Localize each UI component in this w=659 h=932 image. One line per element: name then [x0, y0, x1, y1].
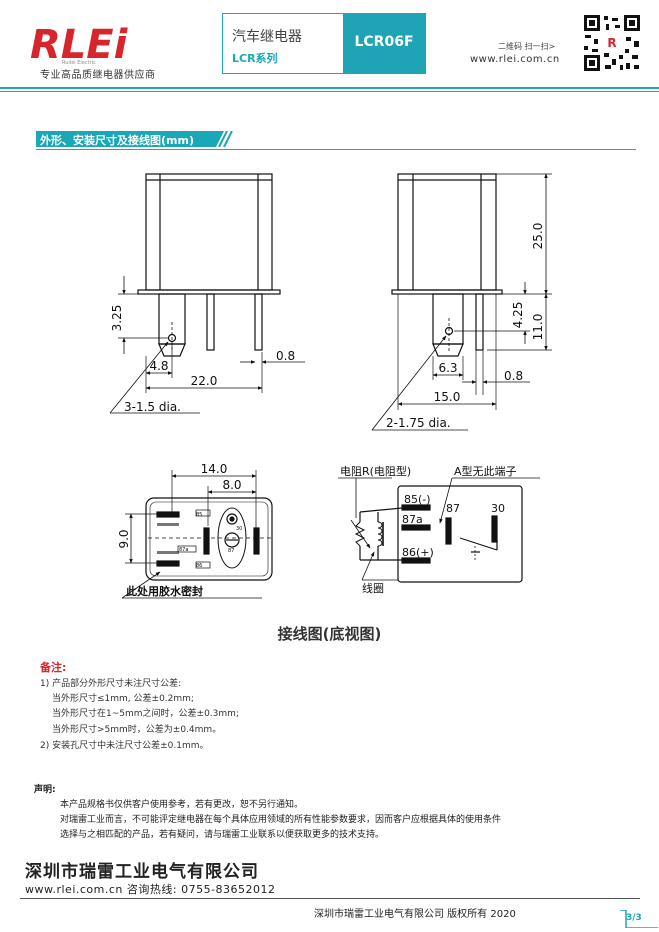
qr-label: 二维码 扫一扫>	[498, 42, 556, 51]
note-line: 当外形尺寸>5mm时，公差为±0.4mm。	[52, 725, 222, 735]
note-line: 1) 产品部分外形尺寸未注尺寸公差:	[40, 679, 182, 689]
dim-4-25: 4.25	[511, 302, 525, 329]
product-series: LCR系列	[232, 52, 278, 65]
bottom-pin-87: 87	[228, 548, 234, 554]
note-line: 2) 安装孔尺寸中未注尺寸公差±0.1mm。	[40, 741, 209, 751]
bottom-pin-87a: 87a	[179, 547, 188, 553]
bottom-pin-85: 85	[196, 512, 202, 518]
header-rule	[0, 87, 659, 89]
footer-rule	[20, 898, 640, 899]
model-badge	[343, 14, 425, 73]
dim-14-0: 14.0	[201, 462, 228, 476]
qr-code-icon: R	[582, 13, 642, 73]
declaration-line: 选择与之相匹配的产品，若有疑问，请与瑞雷工业联系以便获取更多的技术支持。	[60, 830, 385, 840]
dim-0-8-front: 0.8	[276, 349, 295, 363]
circuit-pin-30: 30	[491, 502, 505, 515]
dim-6-3: 6.3	[438, 361, 457, 375]
bottom-view	[121, 470, 273, 599]
page-number-badge	[620, 910, 658, 928]
dim-4-8: 4.8	[149, 359, 168, 373]
coil-label: 线圈	[362, 581, 384, 595]
circuit-pin-85: 85(-)	[404, 493, 431, 506]
dim-25-0: 25.0	[531, 223, 545, 250]
circuit-pin-86: 86(+)	[402, 546, 434, 559]
circuit-pin-87: 87	[446, 502, 460, 515]
declaration-line: 本产品规格书仅供客户使用参考，若有更改，恕不另行通知。	[60, 800, 304, 810]
dim-11-0: 11.0	[531, 314, 545, 341]
dim-22-0: 22.0	[191, 374, 218, 388]
dim-8-0: 8.0	[222, 478, 241, 492]
model-number: LCR06F	[354, 34, 414, 50]
svg-text:R: R	[607, 36, 616, 50]
note-line: 当外形尺寸在1~5mm之间时，公差±0.3mm;	[52, 709, 239, 719]
product-type: 汽车继电器	[232, 29, 302, 45]
dim-0-8-side: 0.8	[504, 369, 523, 383]
brand-logo-text: RLEi	[30, 22, 129, 66]
bottom-pin-30: 30	[236, 526, 242, 532]
copyright: 深圳市瑞雷工业电气有限公司 版权所有 2020	[314, 909, 516, 920]
resistor-label: 电阻R(电阻型)	[340, 464, 411, 478]
hole-note-side: 2-1.75 dia.	[386, 416, 451, 430]
dimension-labels: 3.25 4.8 22.0 0.8 3-1.5 dia. 25.0 4.25 1…	[110, 223, 545, 598]
website: www.rlei.com.cn	[470, 54, 560, 65]
contact-info: www.rlei.com.cn 咨询热线: 0755-83652012	[25, 883, 276, 896]
page-number: 3/3	[626, 913, 642, 923]
note-line: 当外形尺寸≤1mm, 公差±0.2mm;	[52, 694, 194, 704]
circuit-diagram	[338, 477, 540, 583]
section-title-bar	[36, 131, 233, 147]
brand-logo-subtext: Ruilei Electric	[62, 60, 96, 66]
hole-note-front: 3-1.5 dia.	[124, 400, 181, 414]
side-view	[371, 173, 552, 431]
declaration-line: 对瑞雷工业而言，不可能评定继电器在每个具体应用领域的所有性能参数要求，因而客户应…	[60, 815, 502, 825]
dim-9-0: 9.0	[117, 529, 131, 548]
dim-3-25: 3.25	[110, 305, 124, 332]
seal-note: 此处用胶水密封	[126, 584, 203, 598]
brand-logo: RLEi Ruilei Electric	[30, 22, 129, 66]
front-view	[109, 173, 305, 414]
header-rule-thin	[0, 91, 659, 92]
company-name: 深圳市瑞雷工业电气有限公司	[25, 862, 259, 882]
notes-title: 备注:	[40, 661, 67, 674]
header-product-box	[222, 13, 426, 74]
dim-15-0: 15.0	[434, 390, 461, 404]
tagline: 专业高品质继电器供应商	[40, 70, 156, 81]
circuit-pin-87a: 87a	[402, 513, 423, 526]
type-a-label: A型无此端子	[454, 464, 517, 478]
declaration-title: 声明:	[34, 785, 56, 795]
section-title: 外形、安装尺寸及接线图(mm)	[40, 134, 194, 147]
diagram-caption: 接线图(底视图)	[277, 625, 382, 643]
bottom-pin-86: 86	[196, 563, 202, 569]
section-underline	[36, 149, 636, 150]
